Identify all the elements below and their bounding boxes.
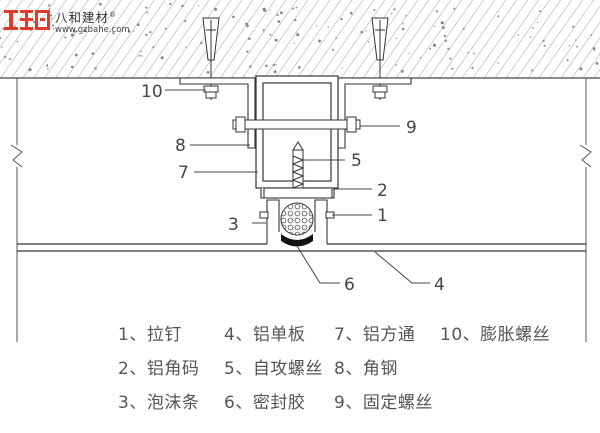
callout-8: 8 xyxy=(175,136,186,156)
callout-10: 10 xyxy=(141,82,163,102)
callout-9: 9 xyxy=(406,118,417,138)
rivets xyxy=(259,211,335,219)
leader-lines xyxy=(165,89,430,284)
callout-7: 7 xyxy=(178,163,189,183)
callout-3: 3 xyxy=(228,215,239,235)
callout-4: 4 xyxy=(434,275,445,295)
fixing-bolt xyxy=(232,116,361,133)
callout-2: 2 xyxy=(377,181,388,201)
callout-6: 6 xyxy=(344,275,355,295)
aluminium-single-panels xyxy=(17,243,586,252)
concrete-slab xyxy=(0,0,600,79)
callout-1: 1 xyxy=(377,206,388,226)
brand-url: www.gzbahe.com xyxy=(55,25,130,35)
side-walls xyxy=(10,78,592,342)
expansion-bolt-right xyxy=(371,17,389,100)
brand-mark-icon xyxy=(4,10,50,30)
brand-logo: 八和建材® www.gzbahe.com xyxy=(4,6,154,40)
aluminium-panel-return xyxy=(266,199,328,244)
self-tapping-screw xyxy=(291,141,305,196)
sealant xyxy=(281,234,313,247)
foam-strip xyxy=(280,202,314,236)
aluminium-corner-clip xyxy=(260,187,335,199)
brand-name: 八和建材® xyxy=(55,10,118,25)
callout-5: 5 xyxy=(351,151,362,171)
expansion-bolt-left xyxy=(202,17,220,100)
callout-numbers: 10 8 7 9 5 2 1 3 4 6 xyxy=(141,82,445,295)
